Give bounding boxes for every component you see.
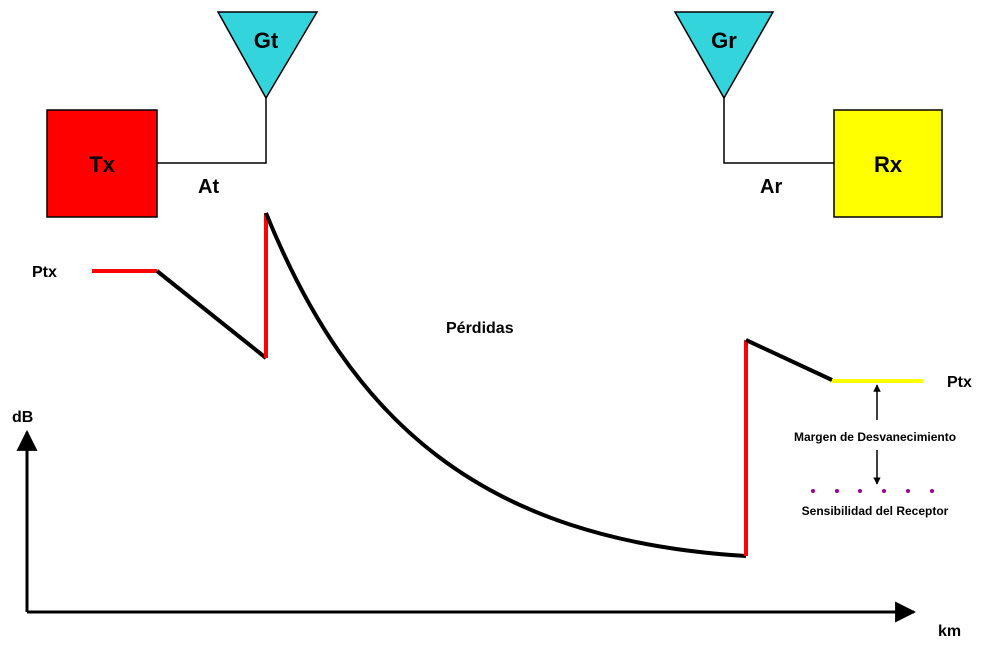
rx-line-loss-segment: [745, 338, 833, 382]
rx-feed-line: [723, 98, 834, 164]
sensitivity-dot: [811, 489, 815, 493]
sensitivity-dot: [882, 489, 886, 493]
sensitivity-dot: [906, 489, 910, 493]
ptx-right-label: Ptx: [947, 374, 972, 391]
y-axis-label: dB: [12, 409, 33, 426]
sensitivity-dots: [811, 489, 934, 493]
transmitter-box: [46, 109, 158, 218]
losses-label: Pérdidas: [446, 320, 514, 337]
tx-antenna-icon: Gt: [216, 11, 319, 100]
receiver: Rx: [833, 109, 943, 218]
tx-line-label: At: [198, 176, 219, 198]
sensitivity-label: Sensibilidad del Receptor: [802, 504, 949, 518]
sensitivity-dot: [930, 489, 934, 493]
tx-line-loss-segment: [155, 269, 268, 360]
transmitter: Tx: [46, 109, 158, 218]
transmitter-label: Tx: [89, 152, 115, 177]
receiver-box: [833, 109, 943, 218]
tx-feed-line: [157, 98, 267, 164]
sensitivity-dot: [835, 489, 839, 493]
fade-margin-label: Margen de Desvanecimiento: [794, 430, 956, 444]
rx-line-label: Ar: [760, 176, 782, 198]
rx-antenna-icon: Gr: [673, 11, 775, 100]
x-axis-label: km: [938, 623, 961, 640]
ptx-left-label: Ptx: [32, 264, 57, 281]
rx-antenna-label: Gr: [711, 28, 737, 53]
power-level-profile: [92, 212, 923, 558]
free-space-loss-curve: [264, 212, 747, 558]
sensitivity-dot: [858, 489, 862, 493]
receiver-label: Rx: [874, 152, 903, 177]
tx-antenna-label: Gt: [254, 28, 279, 53]
